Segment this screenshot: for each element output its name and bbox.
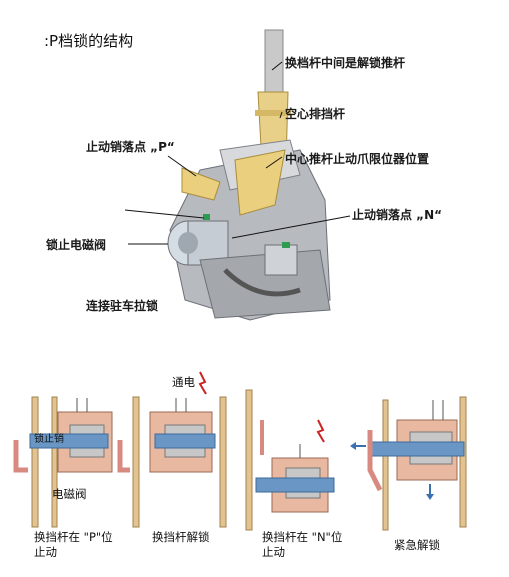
label-n-pin: 止动销落点 „N“ bbox=[352, 208, 442, 222]
lever bbox=[367, 430, 383, 492]
caption-unlocked: 换挡杆解锁 bbox=[152, 530, 210, 544]
side-bracket bbox=[264, 244, 298, 276]
leader-line bbox=[167, 155, 197, 177]
rail bbox=[132, 396, 140, 528]
page-title: :P档锁的结构 bbox=[44, 32, 134, 50]
caption-emergency-release: 紧急解锁 bbox=[394, 538, 440, 552]
lock-pin bbox=[255, 477, 335, 493]
lightning-bolt-icon bbox=[316, 419, 325, 443]
rail bbox=[219, 396, 227, 528]
label-energized: 通电 bbox=[172, 375, 195, 389]
state-unlocked bbox=[117, 371, 227, 528]
label-center-push-rod: 中心推杆止动爪限位器位置 bbox=[285, 152, 430, 166]
solenoid-core bbox=[178, 232, 198, 254]
parking-cable-arm bbox=[223, 268, 301, 297]
label-shift-lever-center: 换档杆中间是解锁推杆 bbox=[285, 56, 406, 70]
caption-p-locked: 换挡杆在 "P"位 止动 bbox=[34, 530, 113, 559]
green-clip-1 bbox=[282, 242, 290, 248]
state-emergency-release bbox=[350, 396, 467, 531]
leader-line bbox=[271, 61, 283, 71]
label-solenoid-valve: 电磁阀 bbox=[52, 487, 87, 501]
lightning-bolt-icon bbox=[198, 371, 207, 395]
label-hollow-lever: 空心排挡杆 bbox=[285, 107, 346, 121]
rail bbox=[31, 396, 39, 528]
lever bbox=[117, 440, 130, 473]
lock-pin bbox=[154, 433, 216, 449]
label-lock-pin: 锁止销 bbox=[34, 434, 64, 445]
label-parking-cable: 连接驻车拉锁 bbox=[86, 299, 159, 313]
state-p-locked bbox=[13, 396, 113, 528]
lock-pin bbox=[29, 433, 109, 449]
lever bbox=[13, 440, 28, 473]
leader-line bbox=[124, 209, 205, 219]
rail bbox=[51, 396, 58, 528]
lock-pin bbox=[371, 441, 465, 457]
shift-rod bbox=[264, 29, 284, 101]
rail bbox=[245, 389, 253, 531]
green-clip-2 bbox=[203, 214, 210, 220]
label-p-pin: 止动销落点 „P“ bbox=[86, 140, 175, 154]
state-n-locked bbox=[245, 389, 335, 531]
leader-line bbox=[279, 111, 283, 119]
rail bbox=[459, 396, 467, 528]
leader-line bbox=[265, 156, 283, 169]
label-solenoid: 锁止电磁阀 bbox=[46, 238, 107, 252]
p-pin-finger bbox=[181, 167, 221, 201]
left-arrow-head bbox=[350, 442, 356, 450]
lever-collar bbox=[255, 110, 291, 116]
gate-plate bbox=[234, 149, 286, 216]
caption-n-locked: 换挡杆在 "N"位 止动 bbox=[262, 530, 343, 559]
down-arrow-head bbox=[426, 494, 434, 500]
rail bbox=[382, 399, 389, 531]
leader-line bbox=[231, 215, 351, 239]
